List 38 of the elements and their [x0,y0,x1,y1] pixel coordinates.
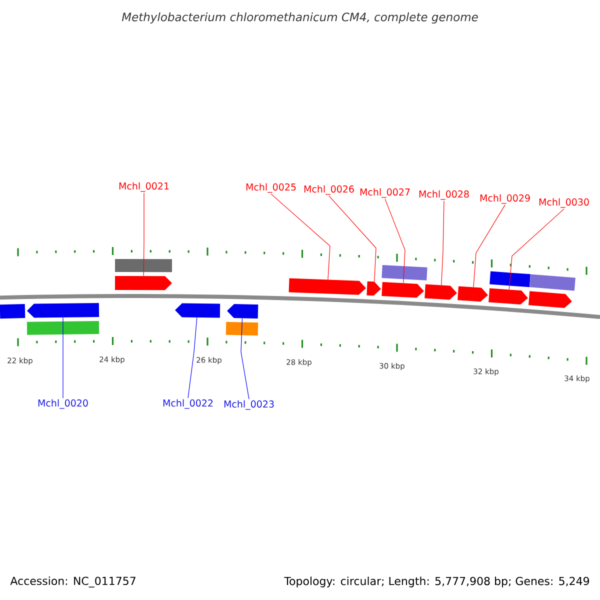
leader-line [62,317,64,398]
gene-label: Mchl_0025 [246,183,296,193]
gene-label: Mchl_0021 [119,182,169,192]
leader-line [143,192,144,276]
gene-label: Mchl_0027 [360,188,410,198]
gene-label: Mchl_0028 [419,190,469,200]
leader-line [328,196,376,282]
gene-feature [488,288,528,304]
gene-feature [528,291,572,308]
gene-feature [458,286,488,302]
gene-feature [424,284,457,300]
gene-feature [366,281,381,296]
gene-label: Mchl_0026 [304,185,354,195]
leader-line [473,204,506,288]
gene-feature [114,276,172,290]
leader-line [240,318,250,400]
title: Methylobacterium chloromethanicum CM4, complete genome [122,12,478,24]
gene-label: Mchl_0030 [539,198,589,208]
gene-feature [227,304,258,319]
gene-label: Mchl_0029 [480,194,530,204]
feature-bar [382,265,428,280]
feature-bar [226,322,258,336]
leader-line [270,194,330,280]
gene-label: Mchl_0023 [224,400,274,410]
gene-label: Mchl_0022 [163,399,213,409]
leader-line [188,317,198,398]
leader-line [384,198,406,284]
genome-info-text: Topology: circular; Length: 5,777,908 bp; Genes: 5,249 [284,576,590,588]
gene-label: Mchl_0020 [38,399,88,409]
feature-bar [0,304,26,319]
feature-bar [490,271,530,288]
accession-text: Accession: NC_011757 [10,576,136,588]
leader-line [508,208,564,290]
feature-bar [26,320,100,335]
gene-feature [175,303,220,318]
feature-bar [530,274,576,291]
leader-line [441,200,444,286]
feature-bar [114,258,172,272]
